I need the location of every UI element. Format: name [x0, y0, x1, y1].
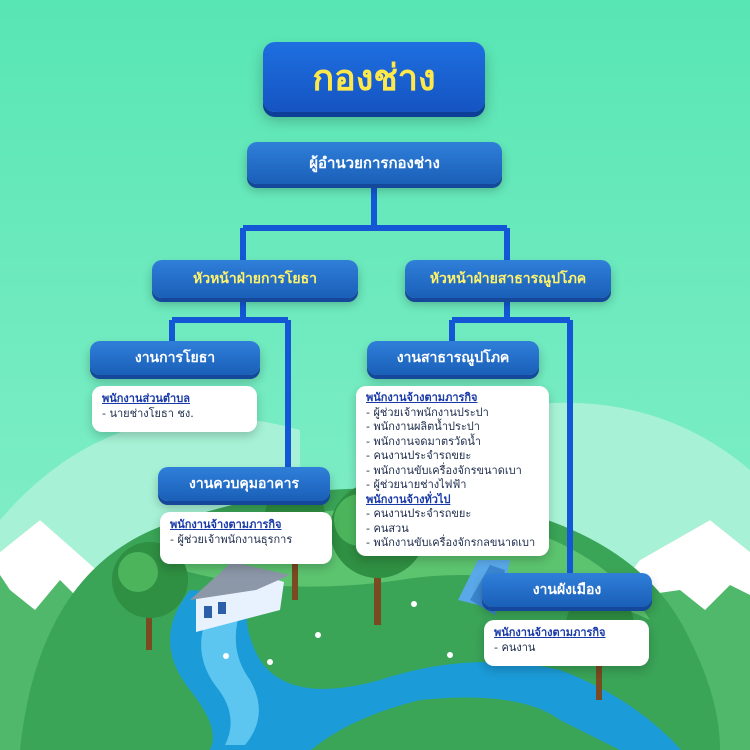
card-utilities-item: - คนงานประจำรถขยะ	[366, 507, 472, 520]
card-building-control-item: - ผู้ช่วยเจ้าพนักงานธุรการ	[170, 532, 293, 546]
card-utilities-item: - พนักงานผลิตน้ำประปา	[366, 420, 480, 433]
card-utilities-heading-2: พนักงานจ้างทั่วไป	[366, 492, 451, 506]
dept-head-public-works: หัวหน้าฝ่ายการโยธา	[152, 260, 358, 298]
section-building-control: งานควบคุมอาคาร	[158, 467, 330, 501]
card-city-planning: พนักงานจ้างตามภารกิจ - คนงาน	[484, 620, 649, 666]
card-utilities-item: - คนสวน	[366, 521, 409, 535]
card-road-work: พนักงานส่วนตำบล - นายช่างโยธา ชง.	[92, 386, 257, 432]
director-box: ผู้อำนวยการกองช่าง	[247, 142, 502, 184]
section-road-work: งานการโยธา	[90, 341, 260, 375]
card-utilities: พนักงานจ้างตามภารกิจ - ผู้ช่วยเจ้าพนักงา…	[356, 386, 549, 556]
card-utilities-item: - ผู้ช่วยเจ้าพนักงานประปา	[366, 405, 489, 419]
river-highlight	[201, 610, 259, 745]
card-utilities-item: - ผู้ช่วยนายช่างไฟฟ้า	[366, 478, 467, 491]
house	[190, 562, 290, 632]
card-building-control: พนักงานจ้างตามภารกิจ - ผู้ช่วยเจ้าพนักงา…	[160, 512, 332, 564]
card-utilities-item: - พนักงานขับเครื่องจักรกลขนาดเบา	[366, 536, 536, 549]
river	[170, 590, 682, 750]
card-road-work-heading: พนักงานส่วนตำบล	[102, 392, 190, 405]
page-title: กองช่าง	[263, 42, 485, 112]
card-utilities-heading-1: พนักงานจ้างตามภารกิจ	[366, 391, 478, 404]
section-city-planning: งานผังเมือง	[482, 573, 652, 607]
section-utilities: งานสาธารณูปโภค	[367, 341, 539, 375]
card-building-control-heading: พนักงานจ้างตามภารกิจ	[170, 518, 282, 531]
card-city-planning-heading: พนักงานจ้างตามภารกิจ	[494, 626, 606, 639]
card-utilities-item: - พนักงานจดมาตรวัดน้ำ	[366, 434, 482, 448]
card-city-planning-item: - คนงาน	[494, 640, 536, 654]
flowers	[223, 601, 515, 665]
card-road-work-item: - นายช่างโยธา ชง.	[102, 406, 194, 420]
card-utilities-item: - คนงานประจำรถขยะ	[366, 449, 472, 462]
dept-head-utilities: หัวหน้าฝ่ายสาธารณูปโภค	[405, 260, 611, 298]
connector-lines	[169, 184, 573, 574]
card-utilities-item: - พนักงานขับเครื่องจักรขนาดเบา	[366, 463, 522, 477]
